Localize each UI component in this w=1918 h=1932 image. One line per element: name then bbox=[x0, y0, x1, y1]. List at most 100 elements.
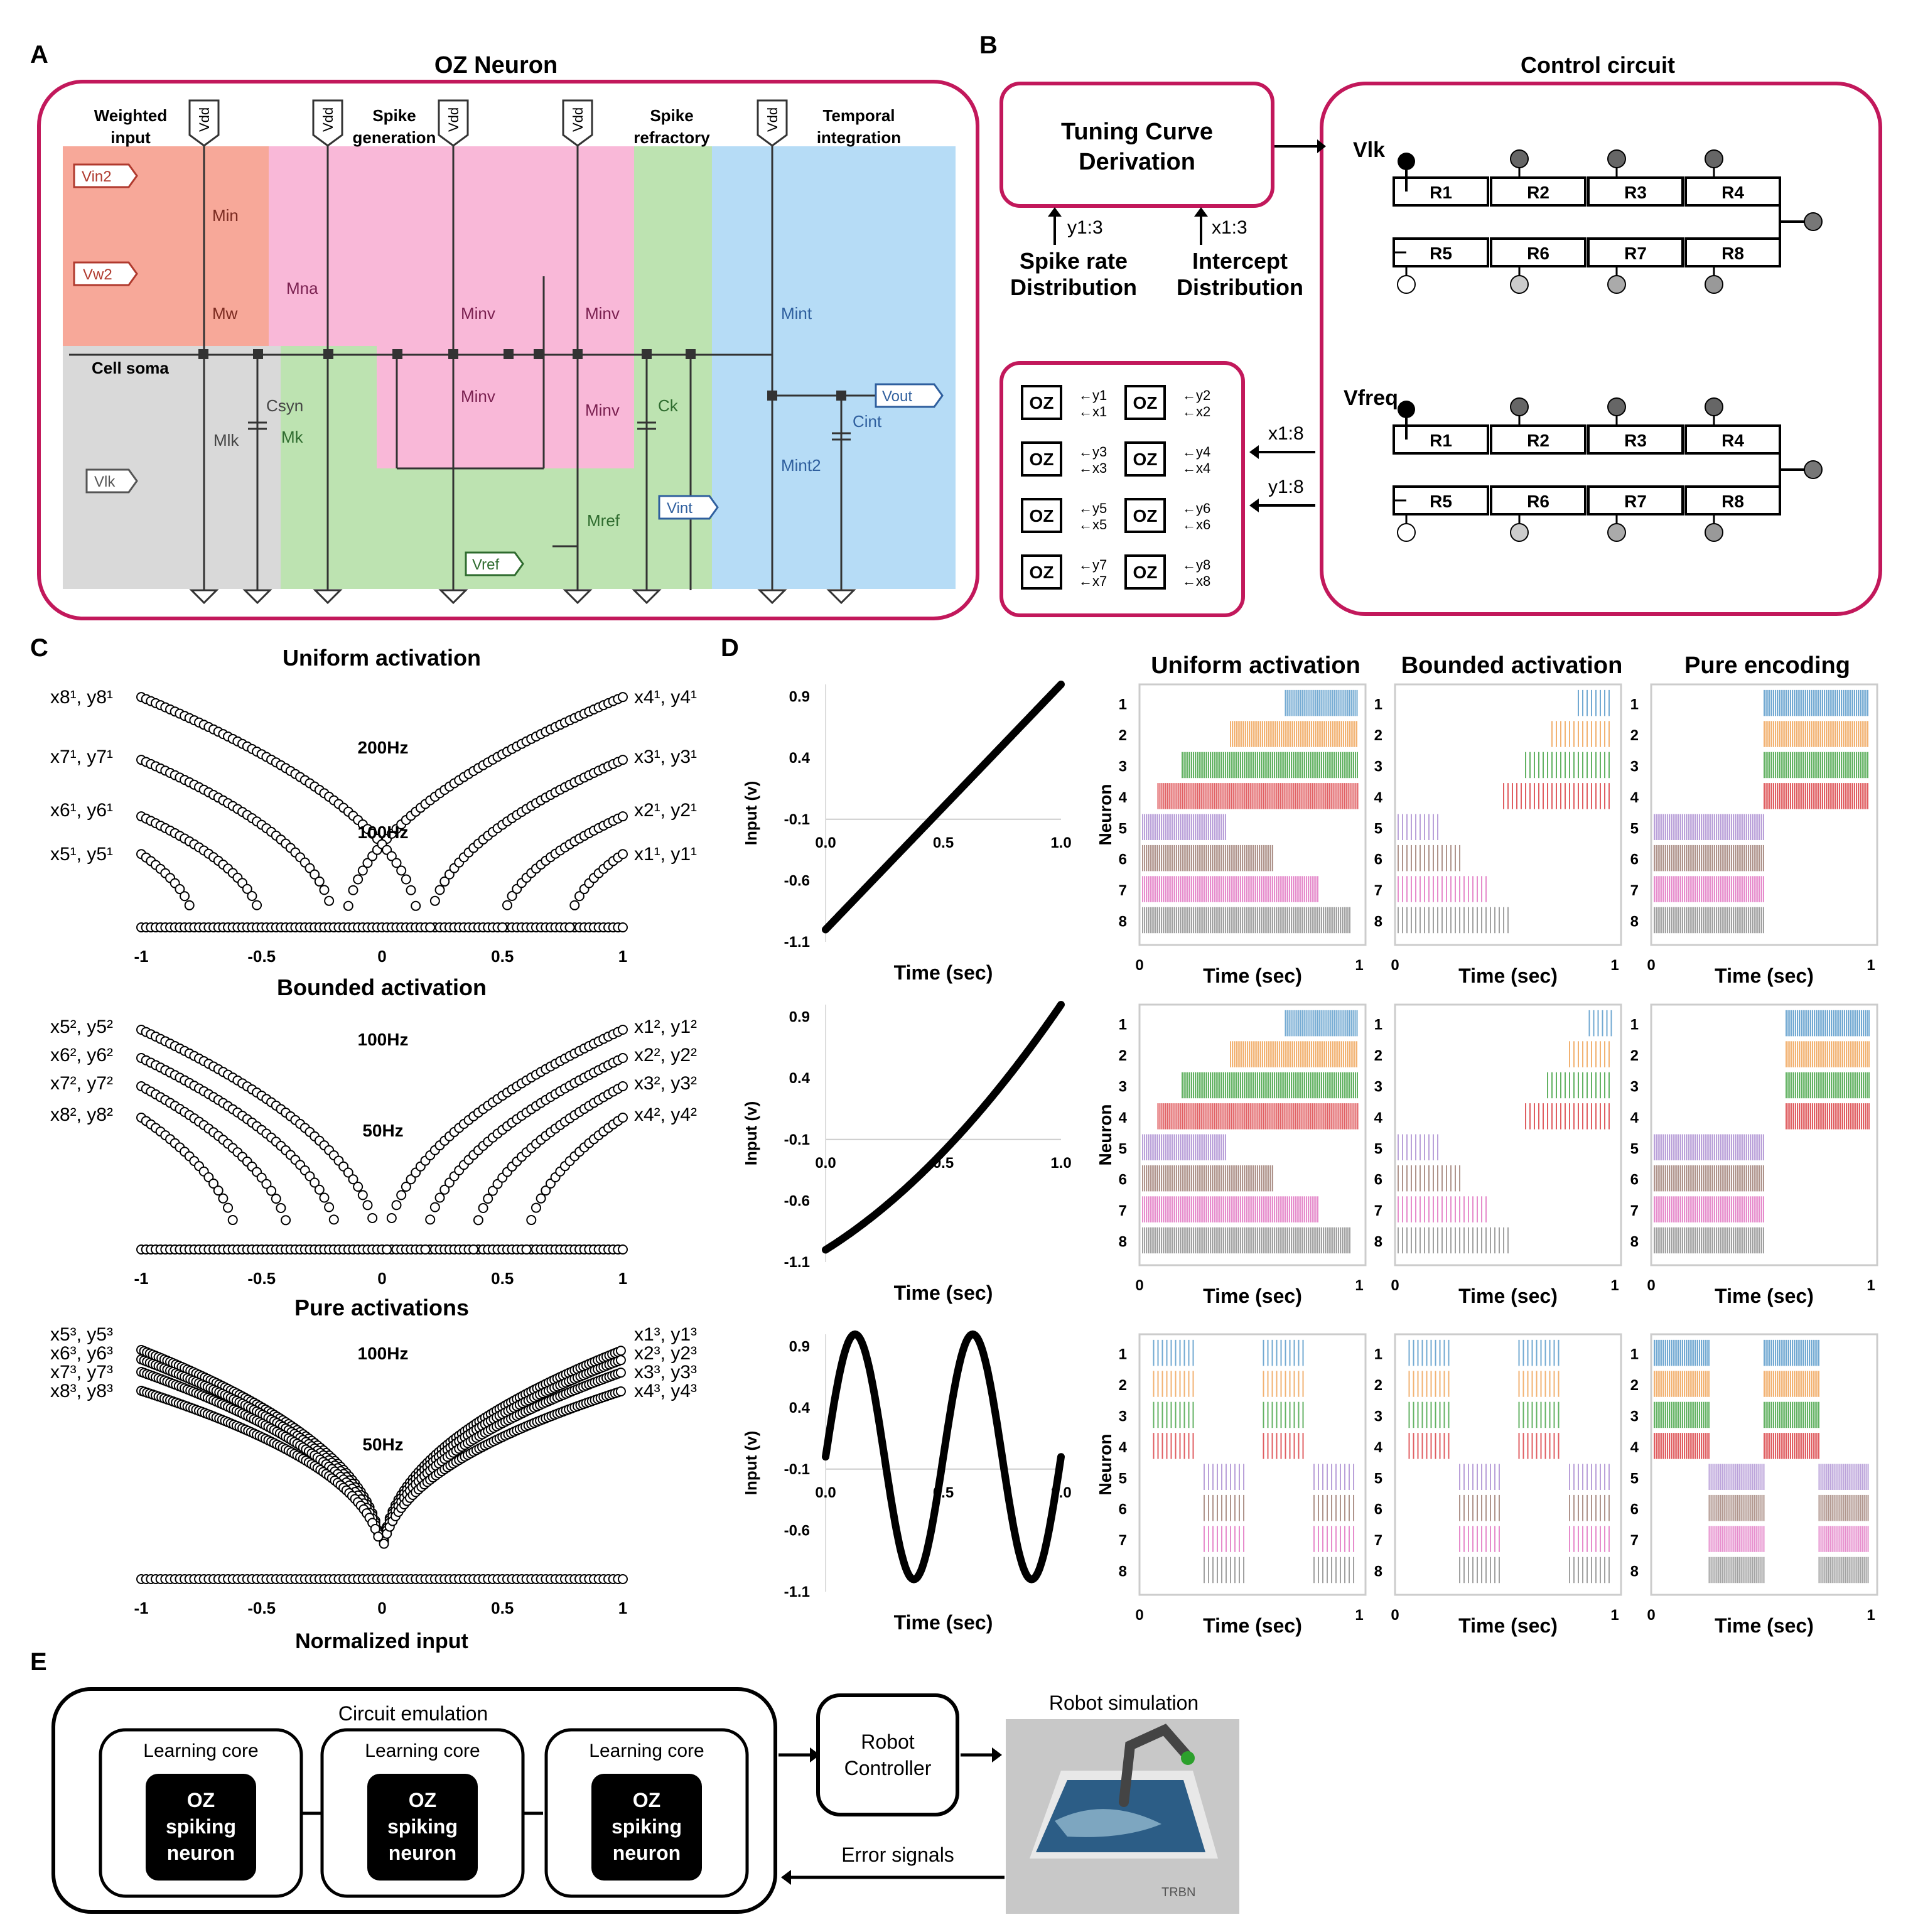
y-tick-label: 0.9 bbox=[789, 689, 810, 706]
ladder-source-node bbox=[1398, 401, 1415, 418]
x-tick-label: -1 bbox=[134, 1269, 148, 1288]
y-tick-label: -0.1 bbox=[784, 1131, 810, 1148]
tuning-curve-point bbox=[382, 1244, 392, 1255]
oz-neuron-block bbox=[1021, 385, 1062, 420]
neuron-tick-label: 7 bbox=[1119, 1532, 1127, 1549]
tuning-curve-point bbox=[391, 858, 402, 868]
resistor-label: R6 bbox=[1527, 492, 1549, 511]
neuron-tick-label: 4 bbox=[1119, 789, 1128, 806]
raster-tick-end: 1 bbox=[1355, 1607, 1363, 1624]
oz-label: OZ bbox=[1030, 506, 1054, 526]
time-axis-label: Time (sec) bbox=[894, 1282, 993, 1304]
tuning-curve-point bbox=[478, 1202, 488, 1213]
resistor-vlk-1 bbox=[1393, 176, 1489, 207]
x-tick-label: 0.0 bbox=[815, 834, 836, 851]
oz-neuron-block bbox=[1021, 554, 1062, 590]
x-tick-label: 1.0 bbox=[1050, 1155, 1071, 1172]
neuron-tick-label: 1 bbox=[1374, 1017, 1382, 1033]
left-curve-label: x8¹, y8¹ bbox=[50, 687, 113, 708]
y-tick-label: -0.1 bbox=[784, 1461, 810, 1478]
oz-x-input: ←x6 bbox=[1182, 517, 1210, 532]
tuning-curve-point bbox=[276, 1202, 286, 1213]
oz-array-frame bbox=[999, 361, 1245, 617]
resistor-label: R7 bbox=[1624, 492, 1647, 511]
neuron-tick-label: 1 bbox=[1119, 1017, 1127, 1033]
mref-label: Mref bbox=[587, 511, 620, 530]
tuning-curve-point bbox=[223, 1202, 234, 1213]
frequency-label: 100Hz bbox=[358, 1030, 409, 1049]
neuron-axis-label: Neuron bbox=[1096, 1434, 1115, 1496]
neuron-tick-label: 7 bbox=[1374, 882, 1382, 899]
tuning-curve-point bbox=[218, 1193, 229, 1204]
right-curve-label: x1³, y1³ bbox=[634, 1324, 697, 1345]
resistor-vfreq-8 bbox=[1684, 485, 1781, 515]
oz-x-input: ←x8 bbox=[1182, 573, 1210, 589]
spike-ref-label-2: refractory bbox=[633, 128, 710, 147]
tuning-curve-point bbox=[536, 1193, 546, 1204]
tuning-curve-point bbox=[175, 884, 185, 895]
neuron-tick-label: 8 bbox=[1119, 1233, 1127, 1250]
circuit-wires bbox=[69, 144, 892, 590]
tuning-curve-point bbox=[541, 1185, 551, 1196]
tuning-curve-point bbox=[343, 1167, 353, 1178]
tuning-curve-point bbox=[266, 1185, 277, 1196]
raster-tick-end: 1 bbox=[1355, 957, 1363, 974]
tuning-curve-point bbox=[406, 1174, 416, 1185]
neuron-tick-label: 6 bbox=[1119, 1172, 1127, 1189]
time-axis-label: Time (sec) bbox=[894, 1611, 993, 1634]
tuning-curve-point bbox=[324, 1202, 335, 1212]
left-curve-label: x5², y5² bbox=[50, 1017, 113, 1037]
tuning-curve-point bbox=[271, 1194, 281, 1204]
neuron-tick-label: 7 bbox=[1630, 882, 1639, 899]
capacitors bbox=[248, 421, 851, 441]
oz-y-input: ←y7 bbox=[1079, 557, 1107, 573]
neuron-tick-label: 3 bbox=[1630, 1078, 1639, 1095]
left-curve-label: x7¹, y7¹ bbox=[50, 747, 113, 767]
vdd-labels: Vdd Vdd Vdd Vdd Vdd bbox=[197, 107, 780, 132]
tuning-curve-point bbox=[310, 869, 320, 880]
temporal-label-2: integration bbox=[817, 128, 901, 147]
ladder-tap-node bbox=[1607, 149, 1626, 168]
oz-label: OZ bbox=[1133, 506, 1158, 526]
ladder-tap-node bbox=[1510, 523, 1529, 542]
x-tick-label: 0 bbox=[377, 1599, 386, 1617]
resistor-label: R4 bbox=[1721, 183, 1744, 202]
raster-tick-start: 0 bbox=[1391, 1607, 1399, 1624]
tuning-curve-point bbox=[618, 811, 628, 822]
resistor-vfreq-4 bbox=[1684, 424, 1781, 455]
minv-label-2: Minv bbox=[585, 304, 620, 323]
raster-tick-end: 1 bbox=[1610, 1277, 1619, 1294]
oz-label: OZ bbox=[1030, 563, 1054, 582]
resistor-vlk-7 bbox=[1587, 237, 1684, 267]
oz-x-input: ←x3 bbox=[1079, 460, 1107, 476]
neuron-tick-label: 6 bbox=[1119, 1501, 1127, 1518]
tuning-curve-point bbox=[396, 865, 407, 876]
tuning-curve-point bbox=[319, 885, 330, 895]
tuning-curve-point bbox=[379, 1538, 389, 1549]
resistor-vfreq-7 bbox=[1587, 485, 1684, 515]
tuning-curve-point bbox=[227, 1215, 238, 1226]
tuning-curve-point bbox=[618, 692, 628, 703]
neuron-tick-label: 7 bbox=[1119, 882, 1127, 899]
neuron-tick-label: 7 bbox=[1374, 1532, 1382, 1549]
tuning-curve-point bbox=[468, 1244, 479, 1255]
neuron-tick-label: 2 bbox=[1630, 727, 1639, 744]
spike-rate-1: Spike rate bbox=[1020, 248, 1128, 274]
tuning-curve-point bbox=[401, 874, 411, 885]
right-curve-label: x3², y3² bbox=[634, 1073, 697, 1094]
vdd-label-4: Vdd bbox=[570, 107, 586, 132]
vlk-ladder-label: Vlk bbox=[1353, 138, 1385, 162]
neuron-tick-label: 7 bbox=[1119, 1202, 1127, 1219]
y-tick-label: 0.9 bbox=[789, 1339, 810, 1356]
neuron-tick-label: 5 bbox=[1119, 820, 1127, 837]
oz-neuron-title: OZ Neuron bbox=[434, 52, 558, 78]
vfreq-ladder-label: Vfreq bbox=[1344, 386, 1398, 410]
vlk-label: Vlk bbox=[94, 473, 116, 490]
x-tick-label: 0.5 bbox=[491, 947, 514, 966]
right-curve-label: x2², y2² bbox=[634, 1045, 697, 1066]
